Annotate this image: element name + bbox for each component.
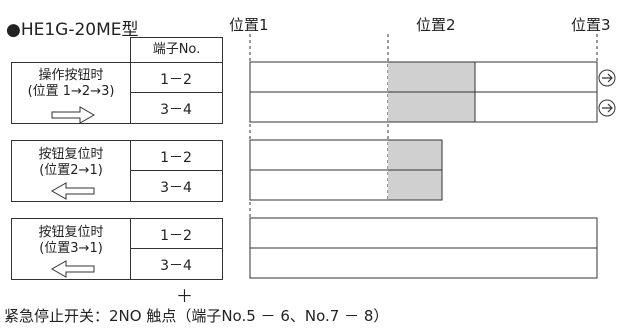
continue-arrow-icon [598, 69, 616, 87]
position-1-label: 位置1 [229, 16, 269, 34]
group-3-label-line-2: (位置3→1) [39, 241, 103, 256]
group-1-label-line-1: 操作按钮时 [38, 68, 104, 83]
arrow-left-icon [50, 182, 95, 200]
group-1-terminal-1: 1－2 [160, 72, 192, 88]
group-1-terminal-2: 3－4 [160, 102, 192, 118]
group-3-terminal-1: 1－2 [160, 228, 192, 244]
group-3-terminal-cell-1 [130, 218, 223, 250]
group-2-terminal-cell-2 [130, 170, 223, 202]
footer-note: 紧急停止开关：2NO 触点（端子No.5 － 6、No.7 － 8） [4, 307, 389, 325]
group-2-label-box [11, 140, 132, 202]
group-3-label-line-1: 按钮复位时 [38, 225, 104, 240]
group-2-label-line-2: (位置2→1) [39, 163, 103, 178]
position-2-label: 位置2 [416, 16, 456, 34]
group-3-terminal-2: 3－4 [160, 258, 192, 274]
plus-sign: ＋ [176, 287, 193, 307]
diagram-title: ●HE1G-20ME型 [6, 20, 139, 40]
group-3-terminal-cell-2 [130, 248, 223, 280]
group-1-terminal-cell-2 [130, 92, 223, 124]
position-3-label: 位置3 [571, 16, 611, 34]
terminal-header: 端子No. [130, 37, 223, 63]
group-2-label-line-1: 按钮复位时 [38, 147, 104, 162]
arrow-right-icon [51, 106, 96, 124]
group-2-terminal-2: 3－4 [160, 180, 192, 196]
continue-arrow-icon [598, 99, 616, 117]
group-2-terminal-1: 1－2 [160, 150, 192, 166]
group-1-label-line-2: (位置 1→2→3) [27, 84, 115, 99]
arrow-left-icon [50, 260, 95, 278]
